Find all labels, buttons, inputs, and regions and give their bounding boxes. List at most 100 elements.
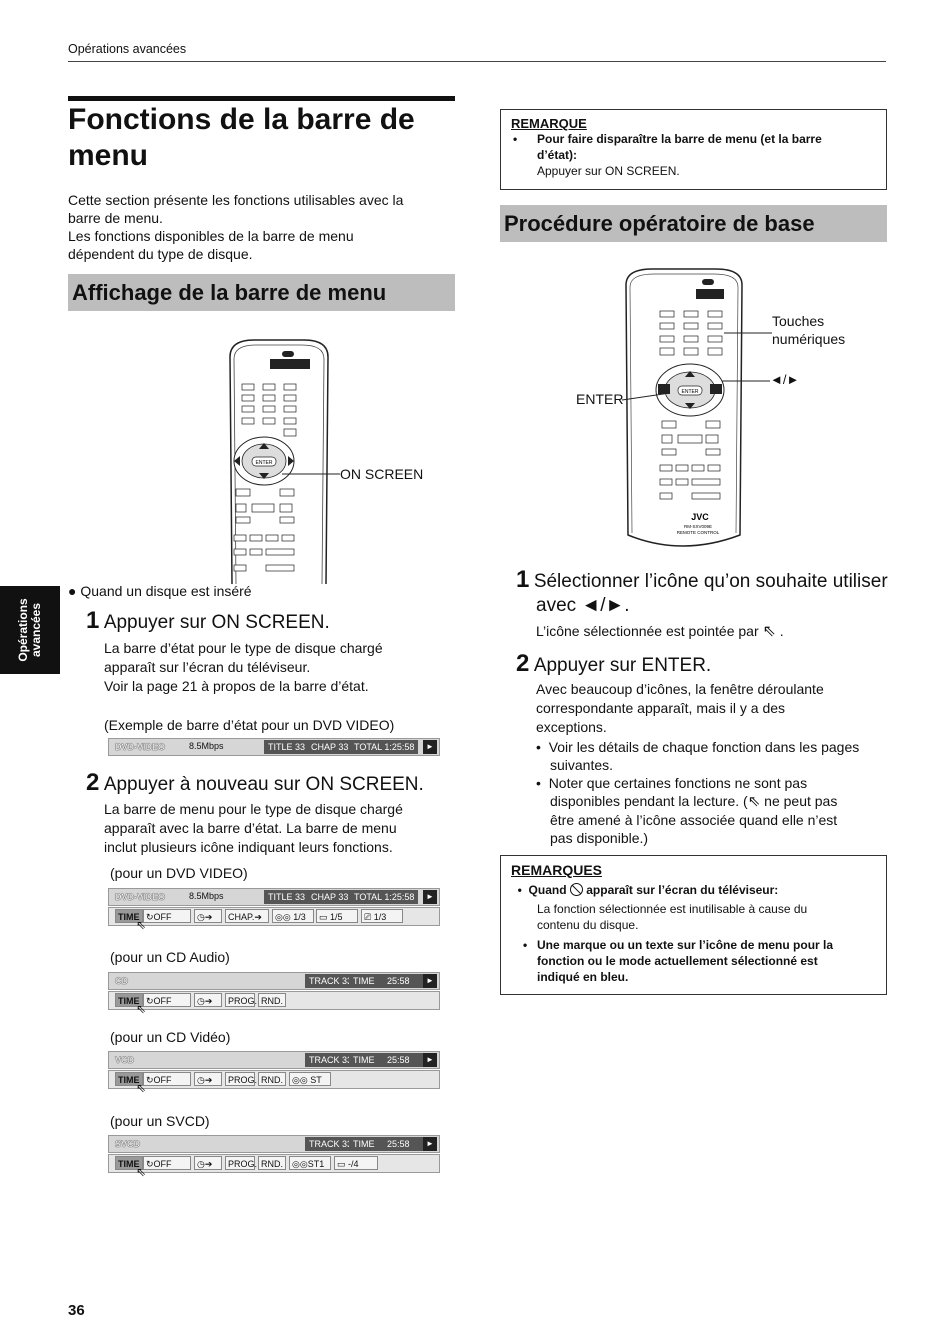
time-search-button[interactable]: ◷➔ [194,909,222,923]
repeat-value: OFF [153,912,172,922]
menu-bar-svcd: TIME ↻OFF ◷➔ PROG. RND. ◎◎ST1 ▭ -/4 [108,1154,440,1173]
header-rule [68,61,886,62]
step2-body: La barre de menu pour le type de disque … [104,800,403,857]
prohibited-icon [569,883,583,896]
bullet-dot: • [513,132,518,146]
r-step2-number: 2 [516,650,530,677]
chap-label: CHAP. [228,912,255,922]
step2-line: inclut plusieurs icône indiquant leurs f… [104,839,393,855]
page-number: 36 [68,1302,85,1319]
bullet-dot: • [536,775,541,791]
random-button[interactable]: RND. [258,1156,286,1170]
chapter-cell: CHAP 33 [307,740,353,754]
page-title-line1: Fonctions de la barre de [68,103,415,136]
bitrate: 8.5Mbps [189,891,224,901]
clock-icon: ◷➔ [197,1075,213,1085]
repeat-button[interactable]: ↻OFF [143,993,191,1007]
program-button[interactable]: PROG. [225,1072,257,1086]
audio-value: ST1 [307,1159,325,1169]
repeat-button[interactable]: ↻OFF [143,1156,191,1170]
status-bar-dvd: DVD-VIDEO 8.5Mbps TITLE 33 CHAP 33 TOTAL… [108,888,440,906]
clock-icon: ◷➔ [197,996,213,1006]
clock-icon: ◷➔ [197,1159,213,1169]
caption-dvd: (pour un DVD VIDEO) [110,865,248,881]
random-button[interactable]: RND. [258,993,286,1007]
remarks-text: Quand [528,883,567,897]
bullet-dot: ● [68,583,77,599]
program-button[interactable]: PROG. [225,993,257,1007]
bullet-text: Noter que certaines fonctions ne sont pa… [548,775,808,791]
disc-type: VCD [115,1055,135,1065]
intro-line: barre de menu. [68,210,163,226]
time-button[interactable]: TIME [115,993,143,1007]
time-label: TIME [353,1139,375,1149]
step1-number: 1 [86,607,100,634]
angle-value: 1/3 [373,912,387,922]
audio-button[interactable]: ◎◎ST1 [289,1156,331,1170]
bullet-text-line: disponibles pendant la lecture. (⇖ ne pe… [536,792,859,811]
repeat-icon: ↻ [146,996,154,1006]
time-search-button[interactable]: ◷➔ [194,993,222,1007]
subtitle-button[interactable]: ▭ -/4 [334,1156,378,1170]
caption-vcd: (pour un CD Vidéo) [110,1029,231,1045]
time-cell: TIME 25:58 [349,1053,427,1067]
remarks-body1: La fonction sélectionnée est inutilisabl… [511,901,876,933]
title-rule [68,96,455,101]
step1-body: La barre d’état pour le type de disque c… [104,639,383,696]
chapter-search-button[interactable]: CHAP.➔ [225,909,269,923]
r-step2-heading: 2 Appuyer sur ENTER. [516,650,711,678]
step2-line: La barre de menu pour le type de disque … [104,801,403,817]
repeat-value: OFF [153,996,172,1006]
play-icon: ► [423,974,437,988]
r-step1-line-end: . [779,623,784,639]
disc-inserted-bullet: ● Quand un disque est inséré [68,583,252,599]
status-bar-vcd: VCD TRACK 33 TIME 25:58 ► [108,1051,440,1069]
remark-box: REMARQUE •Pour faire disparaître la barr… [500,109,887,190]
step1-line: Voir la page 21 à propos de la barre d’é… [104,678,369,694]
subtitle-button[interactable]: ▭ 1/5 [316,909,358,923]
numeric-label-line: Touches [772,313,825,329]
step1-heading: 1 Appuyer sur ON SCREEN. [86,607,330,635]
r-step1-heading: 1 Sélectionner l’icône qu’on souhaite ut… [516,568,888,595]
angle-button[interactable]: ⎚ 1/3 [361,909,403,923]
r-step1-number: 1 [516,566,530,593]
play-icon: ► [423,1137,437,1151]
repeat-button[interactable]: ↻OFF [143,909,191,923]
enter-callout: ENTER [576,391,624,407]
side-tab-line2: avancées [29,602,43,658]
track-cell: TRACK 33 [305,1137,357,1151]
time-search-button[interactable]: ◷➔ [194,1072,222,1086]
step2-title: Appuyer à nouveau sur ON SCREEN. [103,774,424,795]
repeat-value: OFF [153,1159,172,1169]
time-button[interactable]: TIME [115,1156,143,1170]
section-heading-left: Affichage de la barre de menu [68,274,455,311]
section-heading-right: Procédure opératoire de base [500,205,887,242]
audio-button[interactable]: ◎◎ 1/3 [272,909,314,923]
time-label: TIME [353,976,375,986]
remarks-bullet1: • Quand apparaît sur l’écran du télévise… [511,883,779,897]
time-button[interactable]: TIME [115,1072,143,1086]
status-bar-svcd: SVCD TRACK 33 TIME 25:58 ► [108,1135,440,1153]
intro-text: Cette section présente les fonctions uti… [68,191,463,263]
status-bar-dvd-example: DVD-VIDEO 8.5Mbps TITLE 33 CHAP 33 TOTAL… [108,738,440,756]
track-cell: TRACK 33 [305,974,357,988]
bullet-text: Voir les détails de chaque fonction dans… [548,739,860,755]
remark-title: REMARQUE [511,116,587,131]
audio-value: 1/3 [293,912,306,922]
total-time-cell: TOTAL 1:25:58 [350,740,419,754]
remark-line: d’état): [537,148,577,162]
repeat-button[interactable]: ↻OFF [143,1072,191,1086]
remarks-line: fonction ou le mode actuellement sélecti… [537,954,818,968]
random-button[interactable]: RND. [258,1072,286,1086]
clock-icon: ◷➔ [197,912,213,922]
time-search-button[interactable]: ◷➔ [194,1156,222,1170]
cursor-icon: ⇖ [136,1002,147,1016]
caption-svcd: (pour un SVCD) [110,1113,210,1129]
program-button[interactable]: PROG. [225,1156,257,1170]
audio-button[interactable]: ◎◎ ST [289,1072,331,1086]
pointer-icon: ⇖ [747,793,761,810]
r-step2-bullets: • Voir les détails de chaque fonction da… [536,738,859,847]
time-button[interactable]: TIME [115,909,143,923]
side-tab-line1: Opérations [16,598,30,662]
menu-bar-vcd: TIME ↻OFF ◷➔ PROG. RND. ◎◎ ST [108,1070,440,1089]
